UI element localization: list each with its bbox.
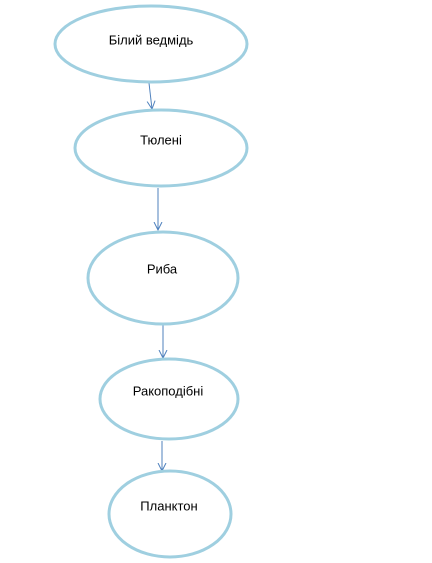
node-polar-bear-ellipse <box>53 4 249 84</box>
node-plankton: Планктон <box>107 469 233 559</box>
connectors <box>149 82 163 471</box>
node-crustaceans-ellipse <box>98 357 240 441</box>
node-fish-label: Риба <box>147 261 178 276</box>
node-crustaceans-label: Ракоподібні <box>133 383 204 398</box>
arrow-polar-bear-to-seals <box>149 82 152 109</box>
node-fish: Риба <box>86 230 240 326</box>
node-plankton-label: Планктон <box>140 498 197 513</box>
node-seals-ellipse <box>73 108 249 188</box>
node-fish-ellipse <box>86 230 240 326</box>
node-polar-bear: Білий ведмідь <box>53 4 249 84</box>
node-plankton-ellipse <box>107 469 233 559</box>
node-crustaceans: Ракоподібні <box>98 357 240 441</box>
node-seals-label: Тюлені <box>140 132 182 147</box>
node-polar-bear-label: Білий ведмідь <box>109 32 194 47</box>
node-seals: Тюлені <box>73 108 249 188</box>
